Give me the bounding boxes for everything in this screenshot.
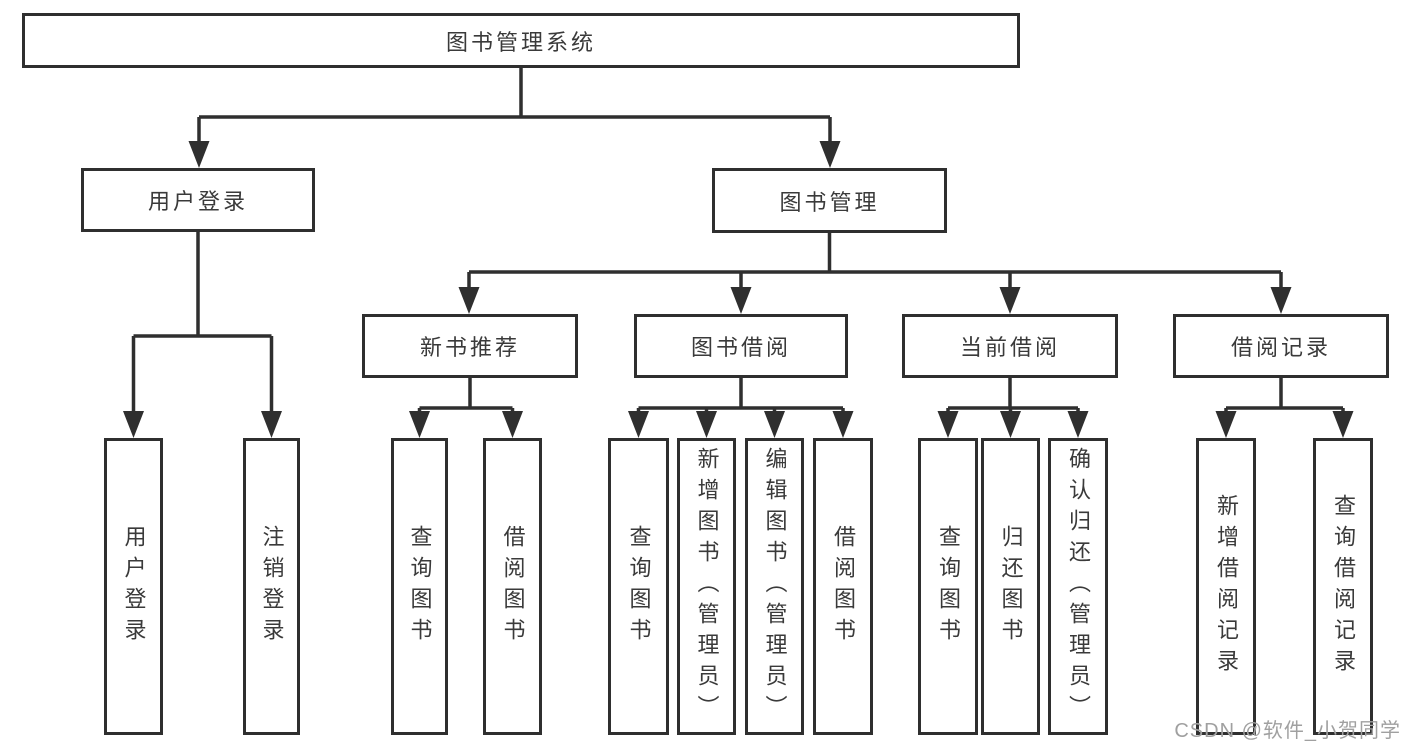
leaf-query-borrow-record: 查询借阅记录: [1313, 438, 1373, 735]
leaf-query-books-recommend-label: 查询图书: [407, 524, 433, 649]
leaf-confirm-return-admin-label: 确认归还（管理员）: [1066, 447, 1091, 726]
node-user-login: 用户登录: [81, 168, 315, 232]
connector-currentborrow-to-leaves: [937, 378, 1089, 438]
node-borrow-records-label: 借阅记录: [1230, 335, 1331, 360]
node-root: 图书管理系统: [22, 13, 1020, 68]
node-new-book-recommend: 新书推荐: [362, 314, 578, 378]
node-root-label: 图书管理系统: [445, 29, 596, 55]
node-book-management: 图书管理: [712, 168, 947, 233]
node-current-borrow: 当前借阅: [902, 314, 1118, 378]
node-new-book-recommend-label: 新书推荐: [419, 335, 520, 360]
connector-borrowrecords-to-leaves: [1215, 378, 1354, 438]
leaf-confirm-return-admin: 确认归还（管理员）: [1048, 438, 1108, 735]
leaf-add-borrow-record-label: 新增借阅记录: [1214, 493, 1239, 680]
leaf-borrow-books: 借阅图书: [813, 438, 873, 735]
leaf-borrow-books-recommend-label: 借阅图书: [500, 524, 526, 649]
leaf-query-books-current-label: 查询图书: [936, 524, 961, 649]
leaf-logout-label: 注销登录: [259, 524, 285, 649]
leaf-query-books-borrow: 查询图书: [608, 438, 669, 735]
leaf-borrow-books-recommend: 借阅图书: [483, 438, 542, 735]
node-book-management-label: 图书管理: [779, 189, 880, 215]
leaf-borrow-books-label: 借阅图书: [831, 524, 856, 649]
leaf-edit-book-admin-label: 编辑图书（管理员）: [762, 447, 788, 726]
connector-bookmgmt-to-level3: [458, 233, 1292, 314]
node-book-borrow-label: 图书借阅: [690, 335, 791, 360]
leaf-query-books-borrow-label: 查询图书: [626, 524, 652, 649]
leaf-user-login: 用户登录: [104, 438, 163, 735]
leaf-query-borrow-record-label: 查询借阅记录: [1331, 493, 1356, 680]
node-book-borrow: 图书借阅: [634, 314, 848, 378]
leaf-return-book-label: 归还图书: [998, 524, 1024, 649]
leaf-edit-book-admin: 编辑图书（管理员）: [745, 438, 804, 735]
leaf-user-login-label: 用户登录: [121, 524, 147, 649]
node-current-borrow-label: 当前借阅: [959, 335, 1060, 360]
node-borrow-records: 借阅记录: [1173, 314, 1389, 378]
leaf-return-book: 归还图书: [981, 438, 1040, 735]
leaf-query-books-recommend: 查询图书: [391, 438, 448, 735]
leaf-logout: 注销登录: [243, 438, 300, 735]
connector-bookborrow-to-leaves: [628, 378, 854, 438]
leaf-add-book-admin-label: 新增图书（管理员）: [694, 447, 720, 726]
connector-root-to-level2: [188, 67, 841, 168]
connector-newbook-to-leaves: [409, 378, 523, 438]
watermark-text: CSDN @软件_小贺同学: [1174, 720, 1401, 742]
connector-userlogin-to-leaves: [123, 232, 282, 438]
leaf-add-book-admin: 新增图书（管理员）: [677, 438, 736, 735]
leaf-query-books-current: 查询图书: [918, 438, 978, 735]
leaf-add-borrow-record: 新增借阅记录: [1196, 438, 1256, 735]
node-user-login-label: 用户登录: [147, 189, 248, 214]
